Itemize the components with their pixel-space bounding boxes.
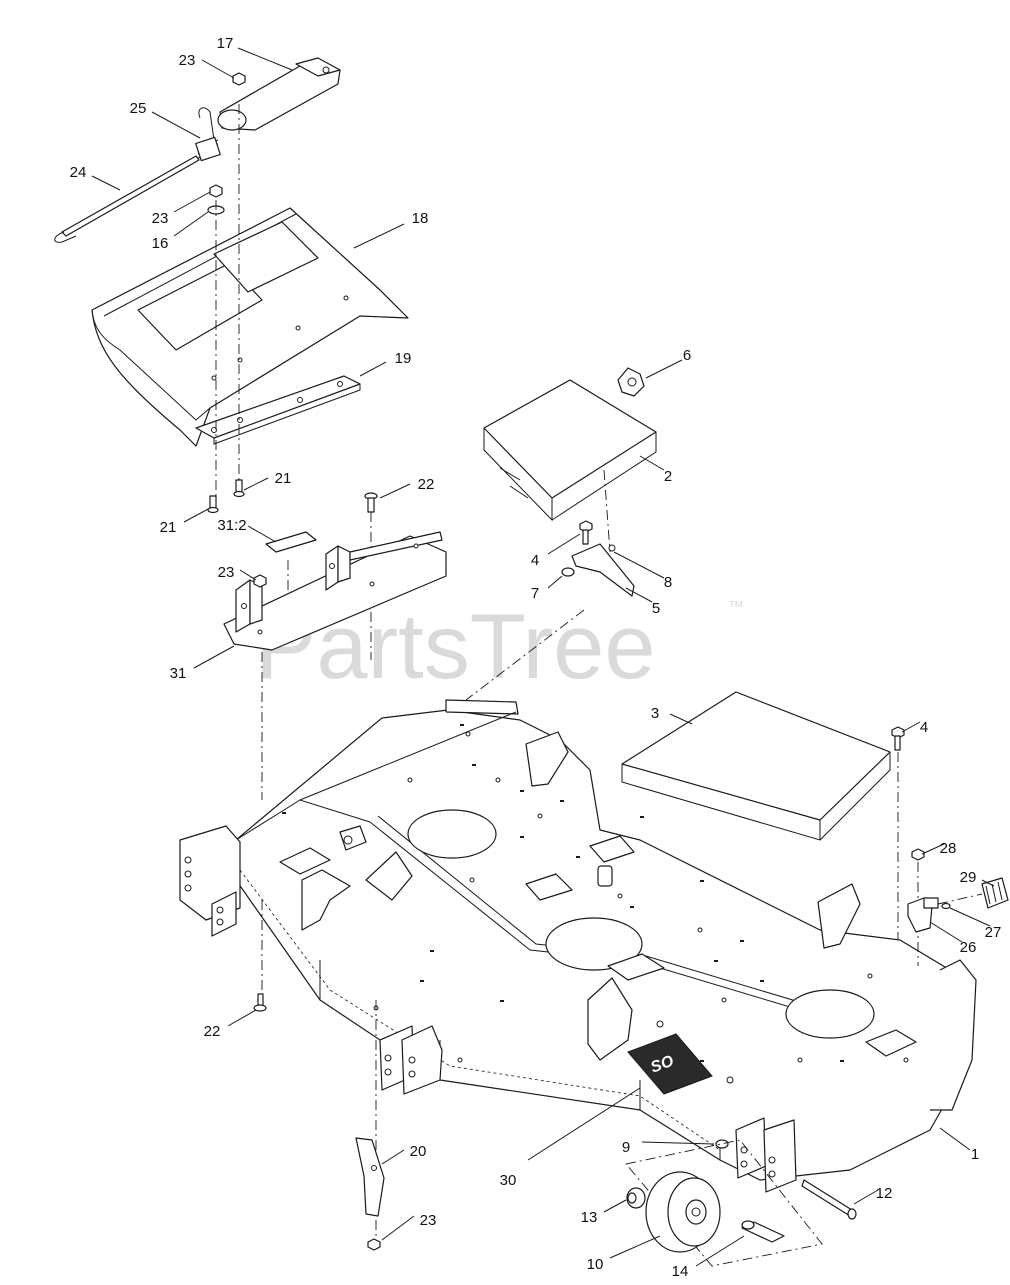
- callout-label: 4: [920, 719, 928, 736]
- part-24-rod: [54, 155, 200, 243]
- part-3-top-cover: [621, 691, 891, 841]
- part-22-bolt-top: [364, 492, 378, 513]
- part-13-bushing: [626, 1187, 646, 1209]
- part-21-bolts: [207, 479, 245, 514]
- part-31-mount-plate: [223, 531, 447, 651]
- part-29-cap: [981, 877, 1009, 909]
- callout-label: 28: [940, 840, 957, 857]
- part-23-nut-bottom: [367, 1238, 381, 1251]
- callout-label: 23: [179, 52, 196, 69]
- callout-label: 22: [418, 476, 435, 493]
- part-14-axle: [741, 1220, 785, 1243]
- part-4-bolt-upper: [579, 520, 593, 545]
- part-27-seal: [941, 902, 951, 910]
- callout-label: 5: [652, 600, 660, 617]
- callout-label: 17: [217, 35, 234, 52]
- callout-label: 2: [664, 468, 672, 485]
- part-6-knob: [617, 367, 645, 397]
- callout-label: 26: [960, 939, 977, 956]
- callout-label: 27: [985, 924, 1002, 941]
- part-12-bolt: [801, 1179, 857, 1220]
- callout-label: 16: [152, 235, 169, 252]
- part-25-spring: [195, 107, 221, 162]
- callout-label: 31:2: [217, 517, 246, 534]
- callout-label: 30: [500, 1172, 517, 1189]
- part-23-nut-31: [253, 574, 267, 588]
- part-17-pivot-bracket: [217, 57, 341, 131]
- part-28-fitting: [911, 848, 925, 861]
- part-22-bolt-lower: [253, 993, 267, 1012]
- callout-label: 23: [420, 1212, 437, 1229]
- part-10-caster-wheel: [645, 1171, 721, 1253]
- part-26-elbow: [907, 897, 939, 933]
- part-5-bracket: [571, 543, 635, 597]
- part-2-cover: [483, 379, 657, 522]
- callout-label: 25: [130, 100, 147, 117]
- leader-lines: [91, 47, 995, 1267]
- callout-label: 18: [412, 210, 429, 227]
- part-18-shroud: [91, 207, 409, 447]
- callout-label: 4: [531, 552, 539, 569]
- callout-label: 6: [683, 347, 691, 364]
- callout-label: 8: [664, 574, 672, 591]
- callout-label: 10: [587, 1256, 604, 1273]
- callout-label: 21: [160, 519, 177, 536]
- callout-label: 1: [971, 1146, 979, 1163]
- part-30-decal: SO: [627, 1033, 713, 1095]
- callout-label: 24: [70, 164, 87, 181]
- part-23-nut-top: [232, 72, 246, 86]
- callout-label: 12: [876, 1185, 893, 1202]
- callout-label: 7: [531, 585, 539, 602]
- part-31-2-pad: [265, 531, 317, 553]
- part-23-nut-mid: [209, 184, 223, 198]
- callout-label: 22: [204, 1023, 221, 1040]
- callout-label: 29: [960, 869, 977, 886]
- callout-label: 9: [622, 1139, 630, 1156]
- part-20-bracket: [355, 1137, 385, 1217]
- callout-label: 23: [218, 564, 235, 581]
- callout-label: 14: [672, 1263, 689, 1280]
- callout-label: 20: [410, 1143, 427, 1160]
- part-1-mower-deck: [179, 699, 977, 1193]
- part-7-pin: [561, 567, 575, 577]
- watermark-trademark: ™: [728, 599, 744, 616]
- callout-label: 3: [651, 705, 659, 722]
- callout-label: 23: [152, 210, 169, 227]
- deck-fitting-left: [339, 825, 367, 851]
- part-4-bolt-right: [891, 726, 905, 751]
- callout-label: 21: [275, 470, 292, 487]
- callout-label: 19: [395, 350, 412, 367]
- part-19-plate: [195, 375, 361, 445]
- callout-label: 13: [581, 1209, 598, 1226]
- part-9-spacer: [715, 1139, 729, 1149]
- callout-label: 31: [170, 665, 187, 682]
